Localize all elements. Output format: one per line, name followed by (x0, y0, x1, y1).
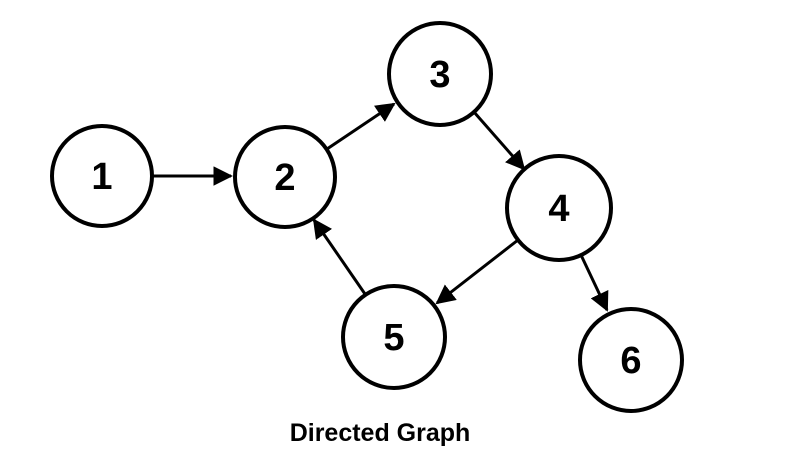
node-1-circle (50, 124, 154, 228)
edge-4-to-5-arrow (435, 238, 519, 305)
edge-3-to-4-arrow (472, 111, 526, 171)
node-2-label: 2 (274, 157, 295, 199)
edge-5-to-2-arrow (312, 218, 367, 295)
node-2: 2 (233, 125, 337, 229)
node-1-label: 1 (91, 156, 112, 198)
node-4-label: 4 (548, 188, 569, 230)
node-6: 6 (578, 307, 684, 413)
node-3: 3 (387, 21, 493, 127)
node-5-circle (341, 284, 447, 390)
node-3-circle (387, 21, 493, 127)
node-5-label: 5 (383, 317, 404, 359)
edge-4-to-6-arrow (579, 254, 609, 312)
node-2-circle (233, 125, 337, 229)
node-6-label: 6 (620, 340, 641, 382)
edge-2-to-3-arrow (326, 102, 396, 151)
diagram-caption: Directed Graph (290, 419, 471, 447)
node-4-circle (505, 154, 613, 262)
node-4: 4 (505, 154, 613, 262)
node-5: 5 (341, 284, 447, 390)
node-1: 1 (50, 124, 154, 228)
node-6-circle (578, 307, 684, 413)
node-3-label: 3 (429, 54, 450, 96)
